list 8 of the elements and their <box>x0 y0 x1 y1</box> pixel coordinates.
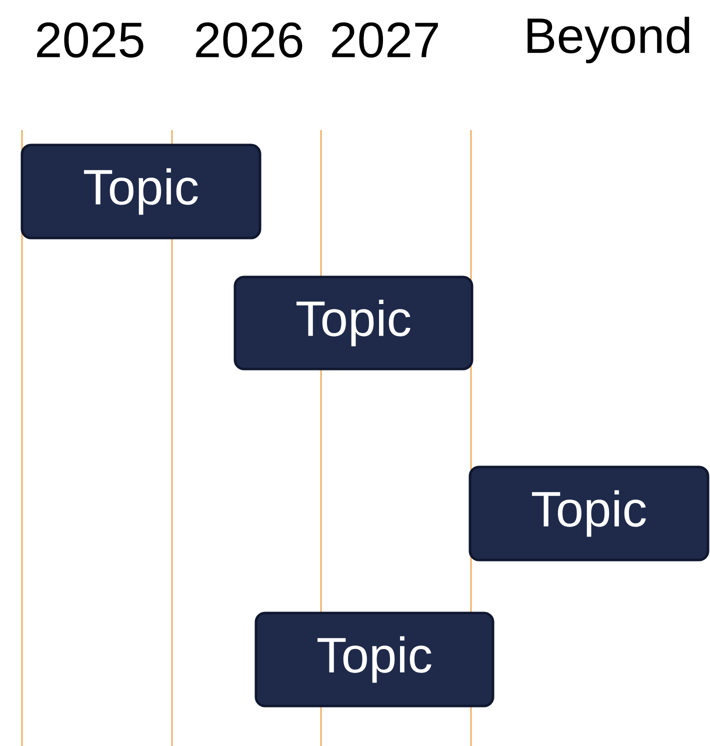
topic-box: Topic <box>254 612 494 708</box>
year-label: 2027 <box>332 22 438 58</box>
topic-box: Topic <box>468 466 710 562</box>
topic-box: Topic <box>234 276 474 370</box>
year-label: 2025 <box>37 22 144 58</box>
topic-box: Topic <box>20 144 262 240</box>
year-label: 2026 <box>196 22 302 58</box>
year-label: Beyond <box>528 16 690 64</box>
